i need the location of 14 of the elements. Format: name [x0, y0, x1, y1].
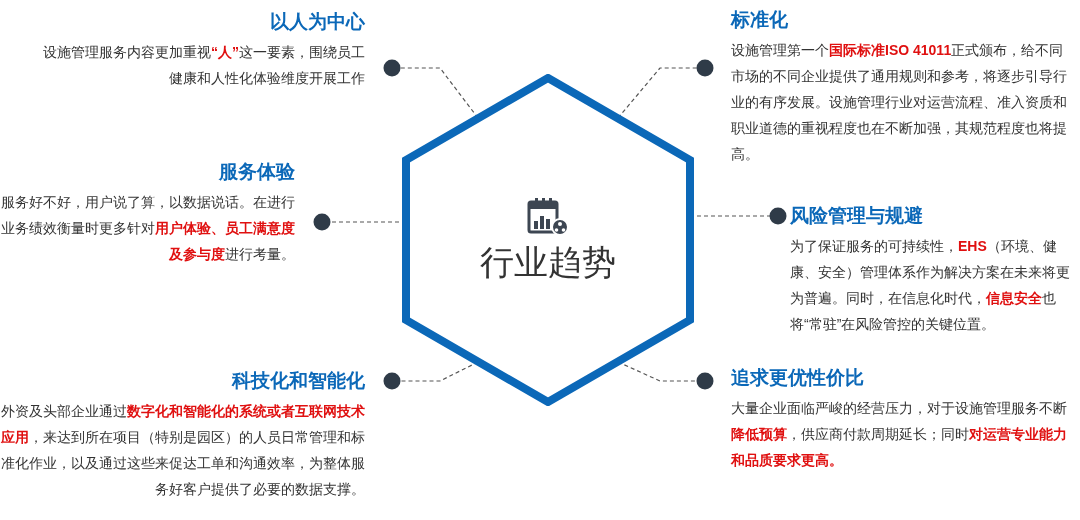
topic-heading: 以人为中心	[269, 10, 365, 34]
topic-heading: 追求更优性价比	[731, 366, 865, 390]
topic-description: 大量企业面临严峻的经营压力，对于设施管理服务不断降低预算，供应商付款周期延长；同时对运营专业能力和品质要求更高。	[731, 399, 1068, 470]
topic-description: 外资及头部企业通过数字化和智能化的系统或者互联网技术应用，来达到所在项目（特别是园区）的人员日常管理和标准化作业，以及通过这些来促达工单和沟通效率，为整体服务好客户提供了必要的数据支撑。	[0, 402, 365, 499]
topic-heading: 风险管理与规避	[790, 204, 924, 228]
topic-heading: 服务体验	[218, 160, 295, 184]
hexagon	[402, 74, 694, 406]
topic-description: 设施管理服务内容更加重视“人”这一要素，围绕员工健康和人性化体验维度开展工作	[42, 43, 365, 88]
topic-description: 设施管理第一个国际标准ISO 41011正式颁布，给不同市场的不同企业提供了通用规则和参考，将逐步引导行业的有序发展。设施管理行业对运营流程、准入资质和职业道德的重视程度也在不断加强，其规范程度也将提高。	[731, 41, 1068, 164]
hexagon-title: 行业趋势	[480, 242, 616, 283]
topic-heading: 标准化	[731, 8, 789, 32]
topic-description: 服务好不好，用户说了算，以数据说话。在进行业务绩效衡量时更多针对用户体验、员工满意度及参与度进行考量。	[0, 193, 295, 264]
topic-description: 为了保证服务的可持续性，EHS（环境、健康、安全）管理体系作为解决方案在未来将更为普遍。同时，在信息化时代，信息安全也将“常驻”在风险管控的关键位置。	[790, 237, 1071, 334]
topic-heading: 科技化和智能化	[230, 369, 365, 393]
